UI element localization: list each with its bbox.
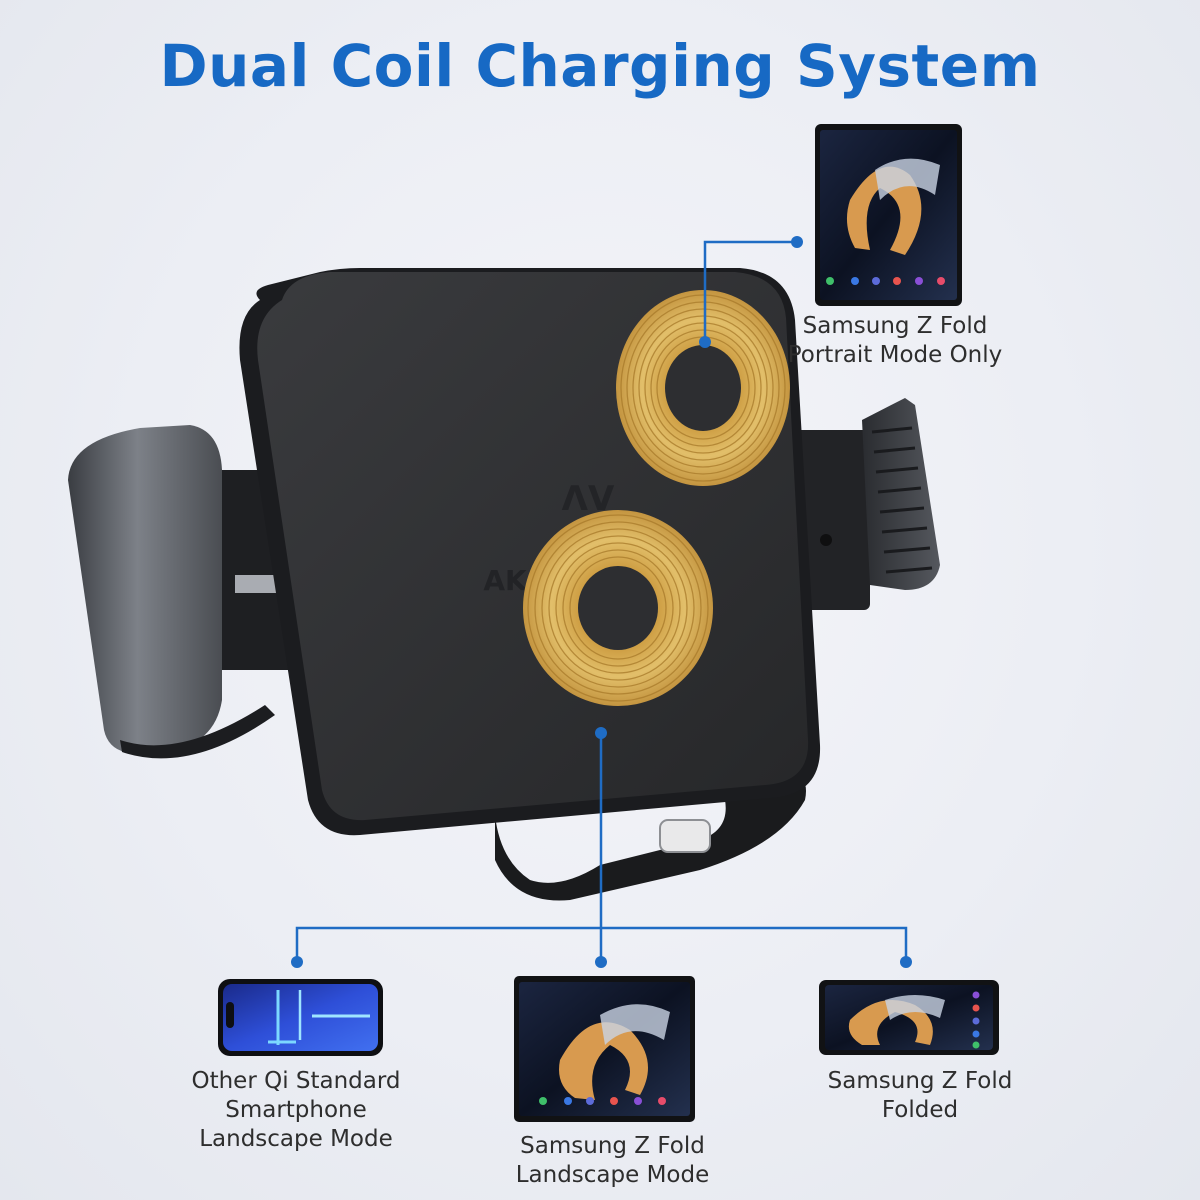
caption-line: Portrait Mode Only [787,342,1003,368]
connector-dots [291,236,912,968]
brand-wordmark: AK [483,564,528,597]
caption-fold-landscape: Samsung Z Fold Landscape Mode [490,1132,735,1190]
foldable-phone-open-portrait-icon [815,124,962,306]
caption-line: Landscape Mode [515,1162,710,1188]
caption-line: Folded [881,1097,959,1123]
bottom-support-foot [495,775,806,901]
caption-line: Landscape Mode [199,1126,393,1152]
caption-line: Samsung Z Fold [520,1133,705,1159]
caption-portrait-mode: Samsung Z Fold Portrait Mode Only [780,312,1010,370]
connector-lines [295,240,908,962]
foldable-phone-open-landscape-icon [514,976,695,1122]
caption-fold-folded: Samsung Z Fold Folded [810,1067,1030,1125]
lower-charging-coil [523,510,713,706]
upper-charging-coil [616,290,790,486]
page-title: Dual Coil Charging System [159,32,1041,100]
caption-line: Samsung Z Fold [827,1068,1013,1094]
foldable-phone-folded-icon [819,980,999,1055]
caption-line: Samsung Z Fold [802,313,988,339]
smartphone-landscape-icon [218,979,383,1056]
caption-line: Other Qi Standard [191,1068,401,1094]
caption-qi-landscape: Other Qi Standard Smartphone Landscape M… [180,1067,412,1154]
caption-line: Smartphone [225,1097,367,1123]
